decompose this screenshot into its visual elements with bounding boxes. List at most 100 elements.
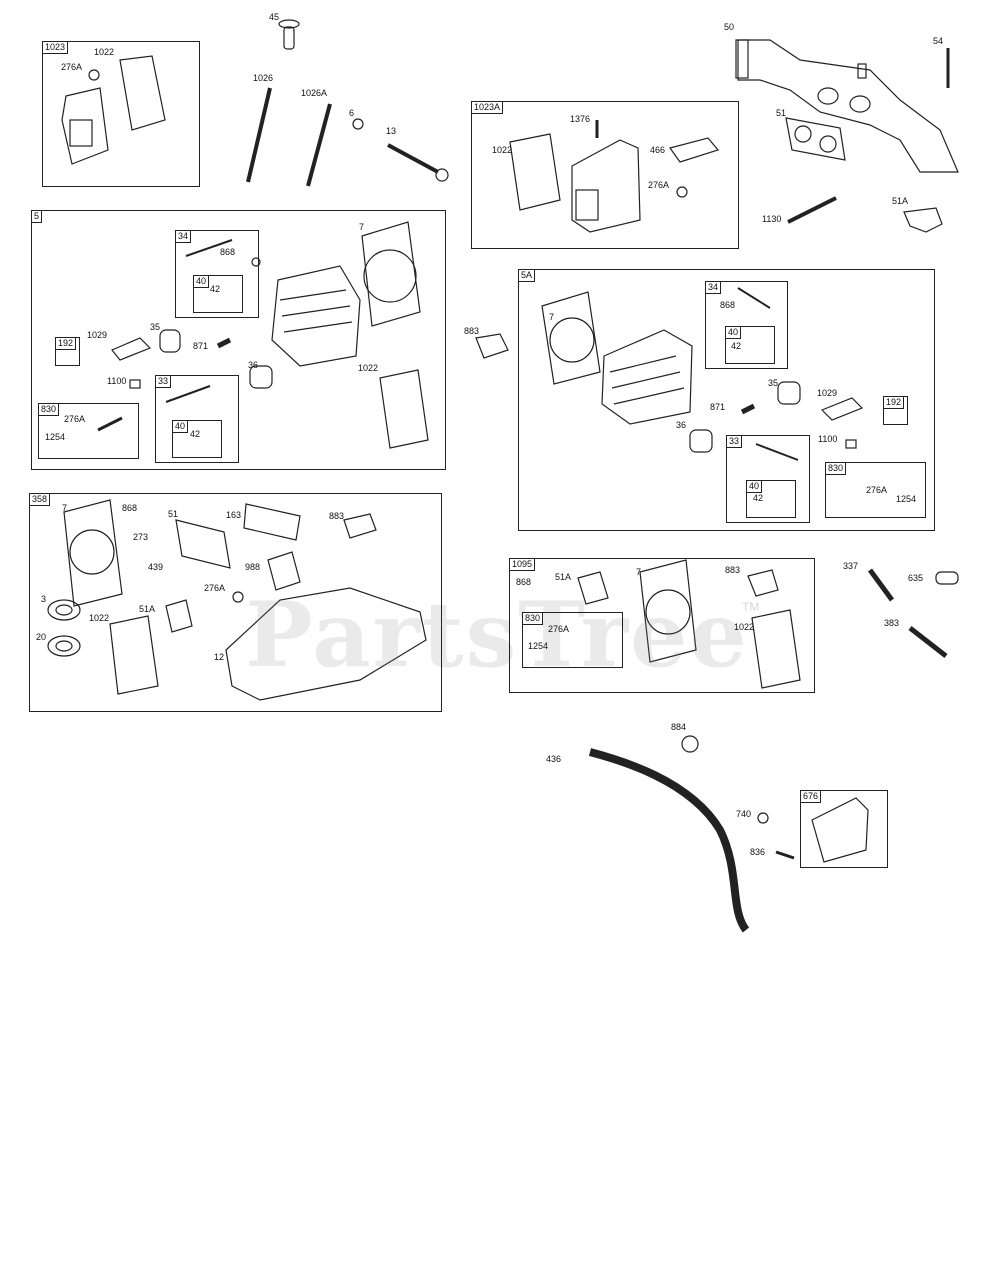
part-1026A-pushrod[interactable] bbox=[306, 103, 332, 187]
part-988-plate[interactable] bbox=[267, 551, 301, 591]
part-276A-washer-358[interactable] bbox=[232, 591, 244, 603]
callout-5-36[interactable]: 36 bbox=[248, 360, 259, 370]
part-36-spring-5A[interactable] bbox=[689, 429, 713, 453]
callout-5-871[interactable]: 871 bbox=[193, 341, 209, 351]
callout-51[interactable]: 51 bbox=[776, 108, 787, 118]
callout-5A-276A[interactable]: 276A bbox=[866, 485, 888, 495]
part-830-screw-5[interactable] bbox=[97, 416, 123, 432]
part-7-gasket-1095[interactable] bbox=[639, 559, 697, 663]
callout-1026[interactable]: 1026 bbox=[253, 73, 274, 83]
part-1022-gasket-358[interactable] bbox=[109, 615, 159, 695]
part-163-gasket[interactable] bbox=[243, 503, 301, 541]
part-51A-gasket-1095[interactable] bbox=[577, 571, 609, 605]
part-51A-gasket-top[interactable] bbox=[903, 207, 943, 233]
part-676-shield[interactable] bbox=[811, 797, 869, 863]
part-868-seal[interactable] bbox=[251, 257, 261, 267]
part-1130-pin[interactable] bbox=[787, 196, 837, 224]
callout-1095-51A[interactable]: 51A bbox=[555, 572, 572, 582]
part-13-bolt[interactable] bbox=[387, 143, 449, 182]
callout-383[interactable]: 383 bbox=[884, 618, 900, 628]
part-34-exhaust-valve[interactable] bbox=[185, 239, 233, 257]
part-1029-rocker-5A[interactable] bbox=[820, 397, 864, 421]
callout-358-883[interactable]: 883 bbox=[329, 511, 345, 521]
part-45-breather-tube[interactable] bbox=[278, 19, 300, 50]
part-1029-rocker[interactable] bbox=[111, 337, 152, 361]
callout-358-7[interactable]: 7 bbox=[62, 503, 68, 513]
callout-1095-883[interactable]: 883 bbox=[725, 565, 741, 575]
part-836-screw[interactable] bbox=[775, 850, 795, 860]
callout-1095-868[interactable]: 868 bbox=[516, 577, 532, 587]
part-1100-stud[interactable] bbox=[129, 379, 141, 389]
callout-5A-42b[interactable]: 42 bbox=[753, 493, 764, 503]
callout-5-276A[interactable]: 276A bbox=[64, 414, 86, 424]
part-7-gasket-358[interactable] bbox=[63, 499, 123, 607]
part-6-washer[interactable] bbox=[352, 118, 364, 130]
callout-5-1100[interactable]: 1100 bbox=[107, 376, 127, 386]
callout-358-3[interactable]: 3 bbox=[41, 594, 47, 604]
part-33-intake-valve[interactable] bbox=[165, 385, 211, 403]
callout-358-276A[interactable]: 276A bbox=[204, 583, 226, 593]
callout-5A-868[interactable]: 868 bbox=[720, 300, 736, 310]
callout-5A-7[interactable]: 7 bbox=[549, 312, 555, 322]
callout-5-7[interactable]: 7 bbox=[359, 222, 365, 232]
part-36-spring[interactable] bbox=[249, 365, 273, 389]
callout-337[interactable]: 337 bbox=[843, 561, 859, 571]
callout-358-988[interactable]: 988 bbox=[245, 562, 261, 572]
callout-51A-top[interactable]: 51A bbox=[892, 196, 909, 206]
callout-884[interactable]: 884 bbox=[671, 722, 687, 732]
part-7-head-gasket-5[interactable] bbox=[361, 221, 421, 327]
callout-5A-1254[interactable]: 1254 bbox=[896, 494, 917, 504]
callout-5A-42a[interactable]: 42 bbox=[731, 341, 742, 351]
callout-5-35[interactable]: 35 bbox=[150, 322, 161, 332]
part-466-seal[interactable] bbox=[669, 137, 720, 163]
callout-358-12[interactable]: 12 bbox=[214, 652, 225, 662]
callout-5A-1029[interactable]: 1029 bbox=[817, 388, 838, 398]
callout-740[interactable]: 740 bbox=[736, 809, 752, 819]
part-cylinder-head-5[interactable] bbox=[271, 265, 361, 367]
callout-358-868[interactable]: 868 bbox=[122, 503, 138, 513]
callout-358-163[interactable]: 163 bbox=[226, 510, 242, 520]
part-883-gasket-mid[interactable] bbox=[475, 333, 509, 359]
callout-1023A-1022[interactable]: 1022 bbox=[492, 145, 513, 155]
part-337-spark-plug[interactable] bbox=[867, 568, 895, 602]
callout-5-868[interactable]: 868 bbox=[220, 247, 236, 257]
callout-5-1254[interactable]: 1254 bbox=[45, 432, 66, 442]
part-883-gasket-1095[interactable] bbox=[747, 569, 779, 597]
callout-5A-36[interactable]: 36 bbox=[676, 420, 687, 430]
callout-358-51[interactable]: 51 bbox=[168, 509, 179, 519]
part-1022-gasket-5[interactable] bbox=[379, 369, 429, 449]
part-51-gasket-358[interactable] bbox=[175, 519, 231, 569]
part-276A-washer-1023A[interactable] bbox=[676, 186, 688, 198]
callout-5A-1100[interactable]: 1100 bbox=[818, 434, 838, 444]
callout-1023A-1376[interactable]: 1376 bbox=[570, 114, 591, 124]
part-436-tube[interactable] bbox=[588, 748, 750, 933]
callout-436[interactable]: 436 bbox=[546, 754, 562, 764]
part-1022-gasket-1095[interactable] bbox=[751, 609, 801, 689]
callout-1026A[interactable]: 1026A bbox=[301, 88, 328, 98]
part-34-valve-5A[interactable] bbox=[737, 287, 771, 309]
callout-1095-276A[interactable]: 276A bbox=[548, 624, 570, 634]
callout-5-42a[interactable]: 42 bbox=[210, 284, 221, 294]
callout-6[interactable]: 6 bbox=[349, 108, 355, 118]
part-871-tube-5A[interactable] bbox=[740, 403, 756, 415]
callout-635[interactable]: 635 bbox=[908, 573, 924, 583]
callout-358-273[interactable]: 273 bbox=[133, 532, 149, 542]
callout-5A-35[interactable]: 35 bbox=[768, 378, 779, 388]
callout-1023A-466[interactable]: 466 bbox=[650, 145, 666, 155]
part-884-clamp[interactable] bbox=[681, 735, 699, 753]
part-1023-valve-cover[interactable] bbox=[61, 87, 109, 165]
callout-883-mid[interactable]: 883 bbox=[464, 326, 480, 336]
part-33-valve-5A[interactable] bbox=[755, 443, 799, 461]
part-883-gasket-358[interactable] bbox=[343, 513, 377, 539]
part-276A-washer[interactable] bbox=[88, 69, 100, 81]
callout-1023-1022[interactable]: 1022 bbox=[94, 47, 115, 57]
part-12-crankcase-gasket[interactable] bbox=[225, 587, 427, 701]
callout-5-1029[interactable]: 1029 bbox=[87, 330, 108, 340]
callout-1023A-276A[interactable]: 276A bbox=[648, 180, 670, 190]
part-3-seal[interactable] bbox=[47, 599, 81, 621]
part-383-ignition-module[interactable] bbox=[908, 626, 948, 658]
callout-836[interactable]: 836 bbox=[750, 847, 766, 857]
callout-1095-7[interactable]: 7 bbox=[636, 567, 642, 577]
part-20-seal[interactable] bbox=[47, 635, 81, 657]
callout-13[interactable]: 13 bbox=[386, 126, 397, 136]
